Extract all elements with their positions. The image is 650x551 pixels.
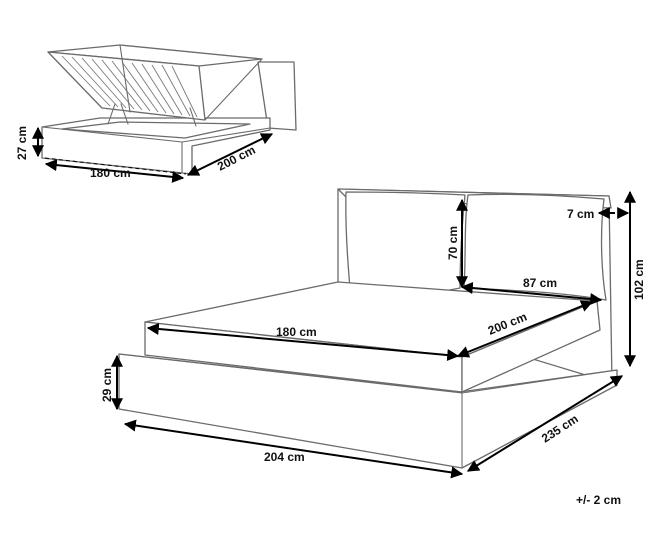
mattress-width-label: 180 cm <box>276 325 317 339</box>
storage-height-label: 27 cm <box>15 126 29 160</box>
total-height-label: 102 cm <box>632 259 646 300</box>
cushion-width-label: 87 cm <box>523 276 557 290</box>
main-bed-illustration <box>111 188 636 479</box>
cushion-height-label: 70 cm <box>446 226 460 260</box>
total-width-label: 204 cm <box>264 450 305 464</box>
storage-length-label: 200 cm <box>215 143 258 174</box>
headboard-thickness-label: 7 cm <box>567 207 594 221</box>
storage-bed-illustration <box>32 44 297 183</box>
tolerance-note: +/- 2 cm <box>576 493 621 507</box>
storage-width-label: 180 cm <box>90 166 131 180</box>
base-height-label: 29 cm <box>100 368 114 402</box>
